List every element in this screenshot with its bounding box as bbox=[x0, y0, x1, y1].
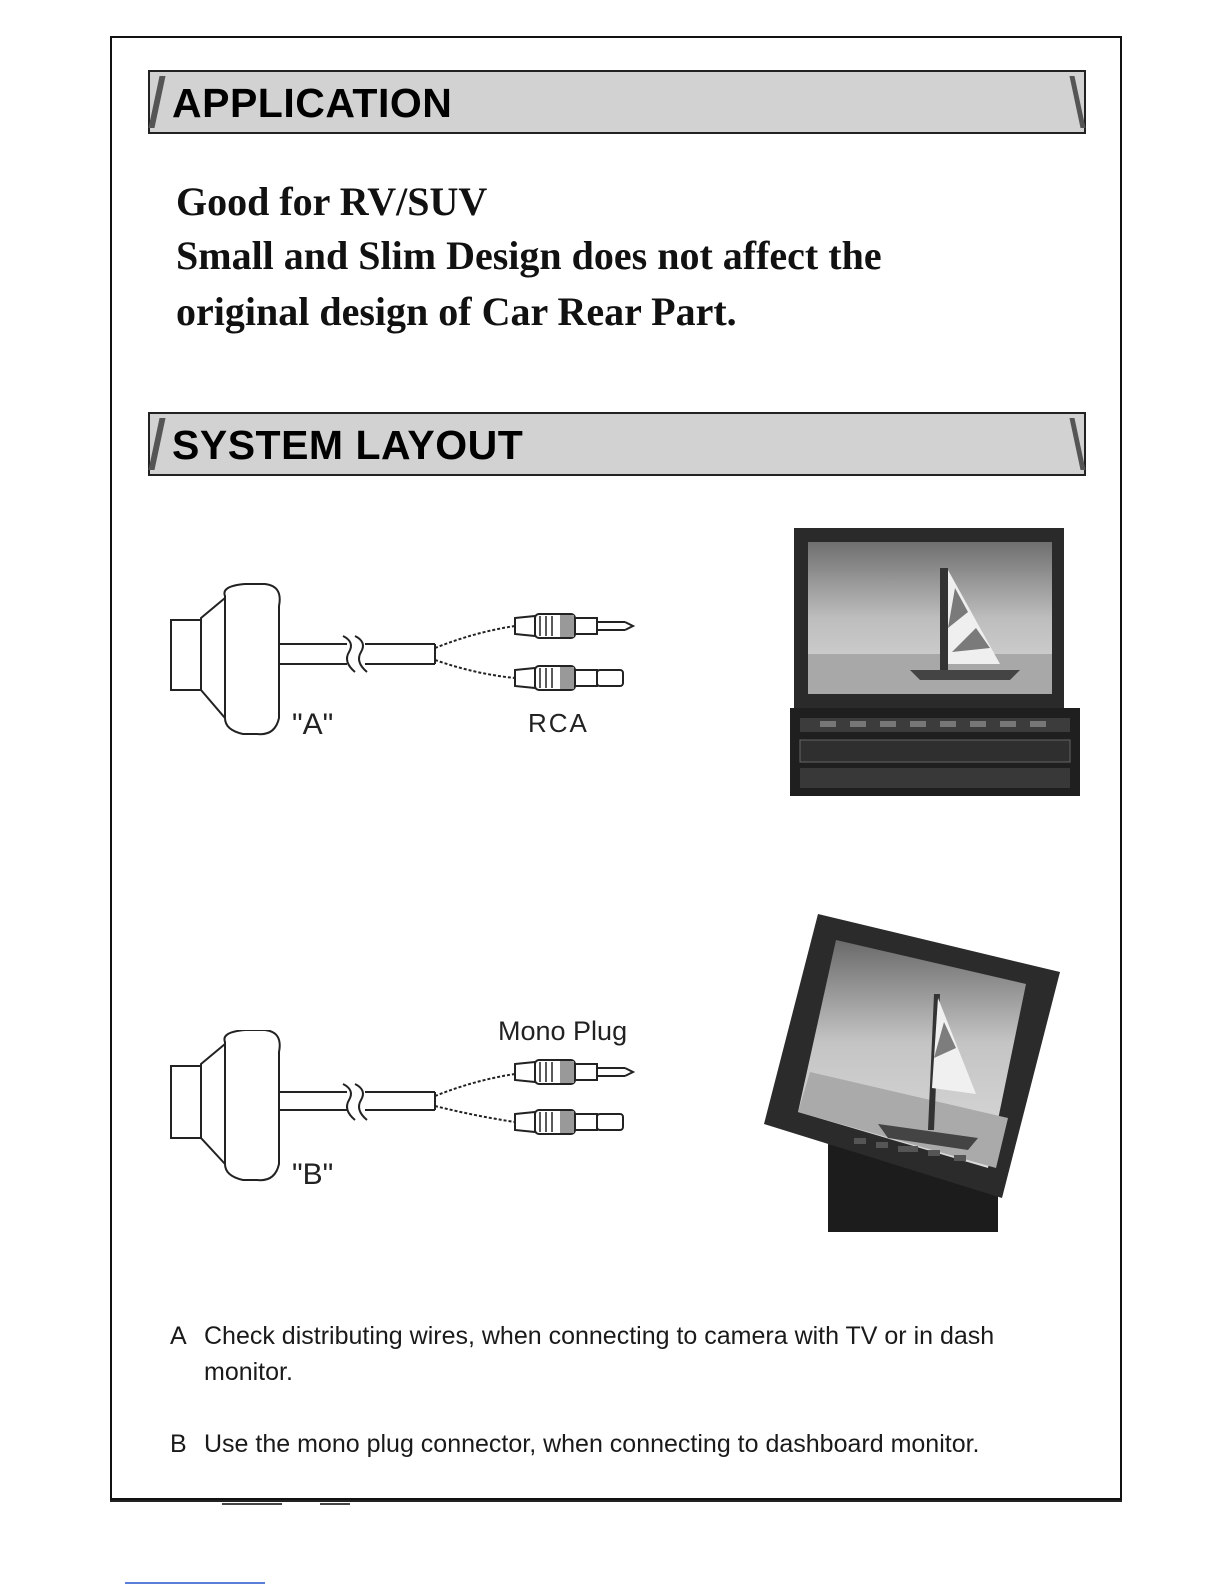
camera-b-lens bbox=[171, 1066, 201, 1138]
camera-a-lens bbox=[171, 620, 201, 690]
note-b-text: Use the mono plug connector, when connec… bbox=[204, 1430, 980, 1458]
application-line-3: original design of Car Rear Part. bbox=[176, 288, 737, 335]
camera-b-body bbox=[224, 1030, 279, 1180]
rca-plug-shade bbox=[560, 615, 574, 637]
system-layout-header: SYSTEM LAYOUT bbox=[148, 412, 1086, 476]
page-bottom-rule bbox=[110, 1500, 1122, 1502]
camera-a-body bbox=[224, 584, 279, 734]
application-header: APPLICATION bbox=[148, 70, 1086, 134]
in-dash-monitor-photo bbox=[790, 528, 1080, 798]
note-b-key: B bbox=[170, 1430, 204, 1459]
camera-a-label: "A" bbox=[292, 708, 333, 742]
dashboard-monitor-photo bbox=[758, 912, 1070, 1234]
camera-a-collar bbox=[201, 598, 225, 718]
note-a-continuation: monitor. bbox=[204, 1358, 293, 1387]
rca-connector-label: RCA bbox=[528, 708, 589, 739]
camera-b-collar bbox=[201, 1044, 225, 1164]
system-layout-heading: SYSTEM LAYOUT bbox=[172, 422, 523, 469]
application-heading: APPLICATION bbox=[172, 80, 452, 127]
camera-b-diagram bbox=[165, 1030, 645, 1195]
mono-plug-label: Mono Plug bbox=[498, 1016, 627, 1047]
application-line-1: Good for RV/SUV bbox=[176, 178, 487, 225]
note-a-text: Check distributing wires, when connectin… bbox=[204, 1322, 994, 1350]
scan-edge-mark bbox=[125, 1582, 265, 1584]
application-line-2: Small and Slim Design does not affect th… bbox=[176, 232, 882, 279]
note-a-key: A bbox=[170, 1322, 204, 1351]
camera-b-label: "B" bbox=[292, 1158, 333, 1192]
